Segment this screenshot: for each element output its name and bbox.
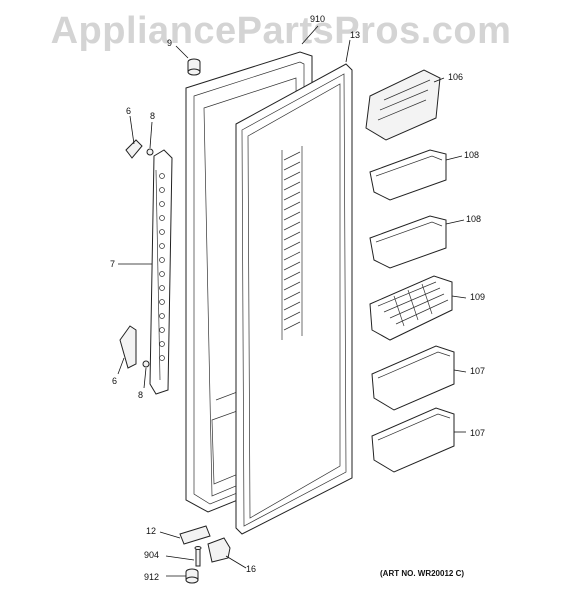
door-bin-1 bbox=[369, 149, 447, 201]
bottom-hinge-bracket bbox=[207, 537, 231, 563]
leader-lines bbox=[117, 25, 467, 577]
callout-16: 16 bbox=[246, 564, 256, 574]
callout-904: 904 bbox=[144, 550, 159, 560]
door-bin-2 bbox=[369, 215, 447, 269]
callout-108-lower: 108 bbox=[466, 214, 481, 224]
handle-cap-bottom bbox=[119, 325, 137, 369]
bottom-hinge-pin bbox=[194, 546, 202, 567]
callout-108-upper: 108 bbox=[464, 150, 479, 160]
callout-107-upper: 107 bbox=[470, 366, 485, 376]
door-ribs bbox=[281, 146, 303, 340]
callout-13: 13 bbox=[350, 30, 360, 40]
watermark-text: AppliancePartsPros.com bbox=[50, 10, 512, 52]
callout-107-lower: 107 bbox=[470, 428, 485, 438]
callout-6-top: 6 bbox=[126, 106, 131, 116]
art-number: (ART NO. WR20012 C) bbox=[380, 569, 464, 578]
callout-910: 910 bbox=[310, 14, 325, 24]
callout-12: 12 bbox=[146, 526, 156, 536]
callout-106: 106 bbox=[448, 72, 463, 82]
door-bin-4 bbox=[371, 407, 455, 473]
callout-912: 912 bbox=[144, 572, 159, 582]
bottom-bushing bbox=[185, 568, 199, 584]
screw-bottom bbox=[142, 360, 150, 368]
callout-7: 7 bbox=[110, 259, 115, 269]
screw-top bbox=[146, 148, 154, 156]
callout-8-top: 8 bbox=[150, 111, 155, 121]
bottom-hinge-cover bbox=[179, 525, 211, 545]
callout-9: 9 bbox=[167, 38, 172, 48]
callout-6-bottom: 6 bbox=[112, 376, 117, 386]
top-hinge-bushing bbox=[187, 58, 201, 76]
door-gasket bbox=[235, 63, 353, 535]
callout-8-bottom: 8 bbox=[138, 390, 143, 400]
callout-109: 109 bbox=[470, 292, 485, 302]
callout-labels: 910 9 13 106 6 8 108 108 7 109 6 8 107 1… bbox=[110, 14, 485, 582]
dairy-compartment bbox=[365, 69, 441, 141]
egg-bin bbox=[369, 275, 453, 341]
door-bin-3 bbox=[371, 345, 455, 411]
handle-cap-top bbox=[125, 139, 143, 159]
door-handle bbox=[149, 149, 173, 395]
